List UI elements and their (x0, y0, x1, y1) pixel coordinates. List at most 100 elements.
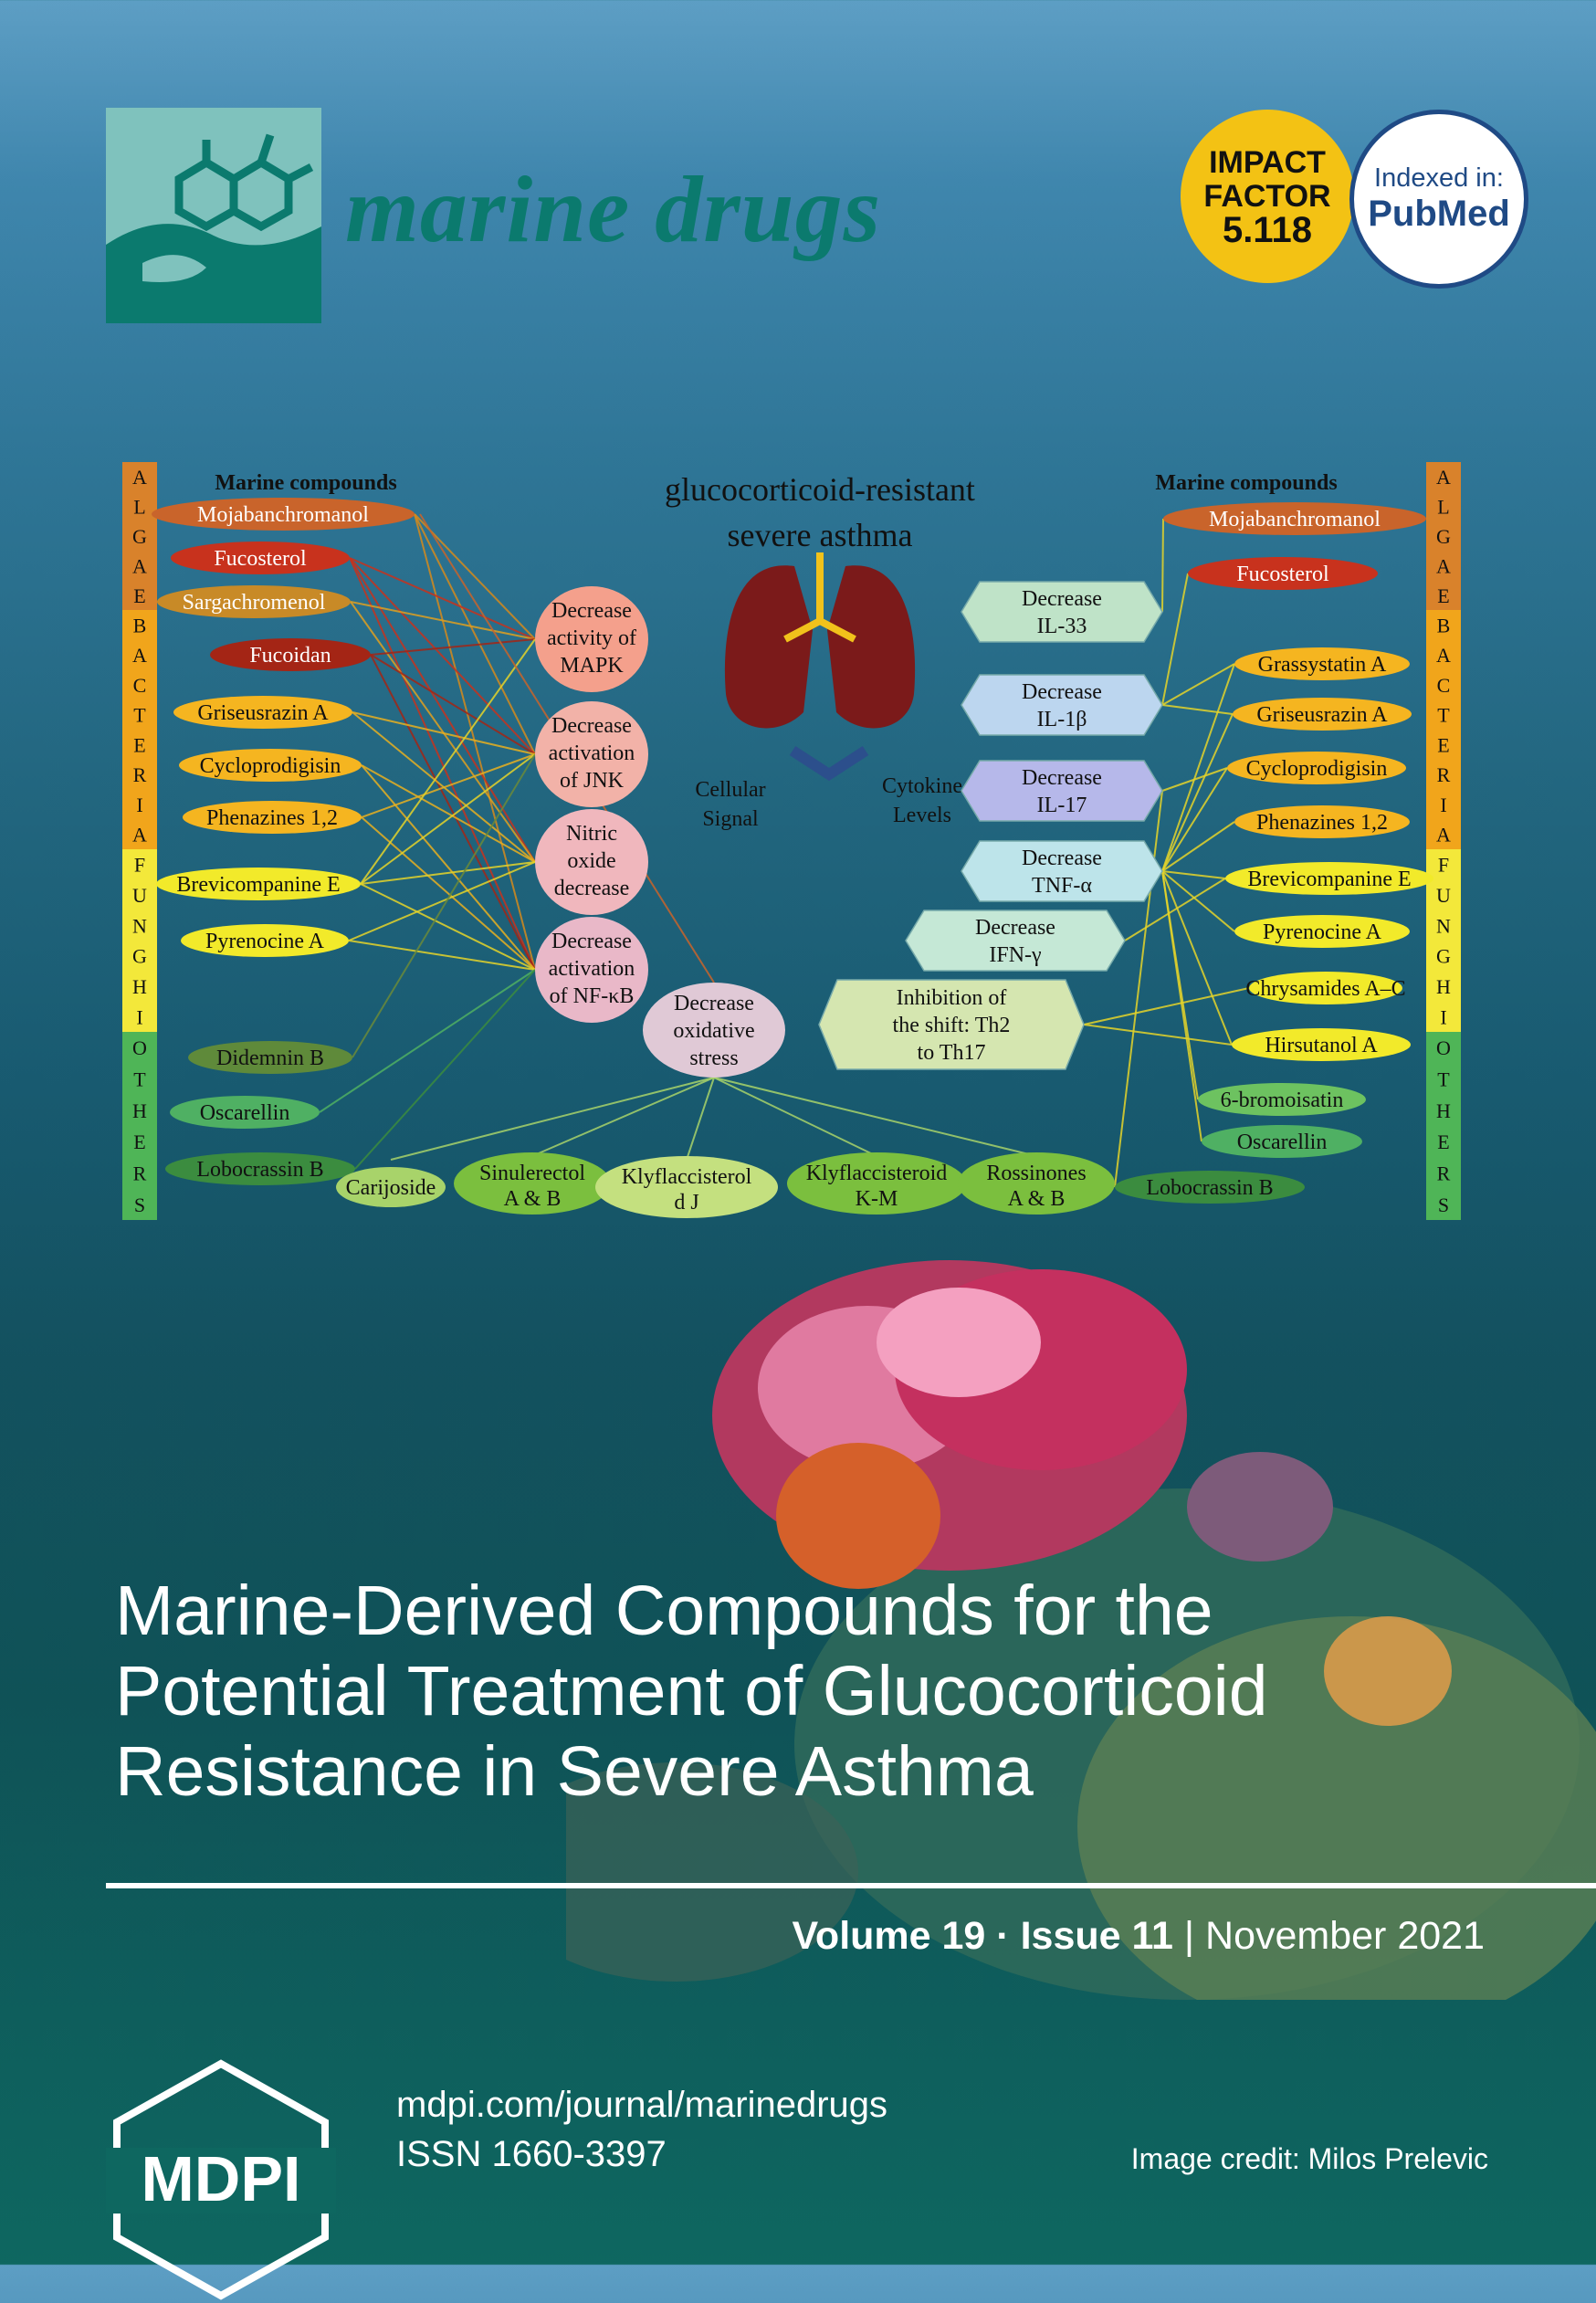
connector-line (350, 601, 536, 640)
connector-line (360, 638, 536, 885)
category-letter: T (1437, 1068, 1450, 1091)
right-effect-3 (961, 840, 1163, 902)
connector-line (1161, 767, 1228, 792)
right-compound-12 (1115, 1171, 1305, 1204)
category-letter: E (1437, 1130, 1449, 1153)
mdpi-logo: MDPI (106, 2059, 336, 2300)
cellular-signal-2: Signal (702, 807, 759, 831)
issue-date: November 2021 (1205, 1914, 1485, 1958)
connector-line (1124, 878, 1226, 941)
oxidative-effect (643, 983, 785, 1078)
bottom-compound-4 (958, 1152, 1115, 1215)
left-effect-label: decrease (554, 877, 630, 900)
connector-line (352, 753, 536, 1058)
connector-line (361, 764, 536, 971)
left-compound-label: Mojabanchromanol (197, 503, 369, 527)
lung-right (827, 565, 916, 729)
article-title: Marine-Derived Compounds for the Potenti… (115, 1571, 1539, 1812)
journal-logo (106, 108, 321, 323)
connector-line (349, 557, 536, 640)
right-compound-label: Oscarellin (1237, 1130, 1328, 1154)
category-letter: R (133, 1162, 147, 1185)
left-compound-label: Cycloprodigisin (200, 754, 341, 778)
right-effect-label: TNF-α (1032, 874, 1092, 898)
left-header: Marine compounds (215, 471, 396, 495)
left-effect-label: of JNK (560, 769, 625, 793)
cellular-signal-1: Cellular (695, 778, 765, 802)
category-letter: H (132, 1099, 147, 1122)
left-compound-1 (171, 542, 350, 574)
bottom-compound-label: d J (674, 1191, 698, 1215)
connector-line (350, 601, 536, 863)
category-letter: T (133, 704, 146, 727)
bottom-compound-label: Sinulerectol (479, 1162, 585, 1185)
category-band-bacteria (1426, 610, 1461, 849)
connector-line (348, 861, 536, 941)
article-title-line1: Marine-Derived Compounds for the (115, 1572, 1213, 1650)
connector-line (370, 654, 536, 971)
category-letter: G (132, 945, 147, 968)
category-letter: I (136, 794, 142, 816)
connector-line (1161, 713, 1234, 872)
left-effect-3 (535, 917, 648, 1023)
connector-line (1161, 518, 1164, 613)
connector-line (370, 638, 536, 656)
category-letter: U (1436, 884, 1451, 907)
left-compound-label: Fucosterol (214, 547, 307, 571)
right-compound-label: Lobocrassin B (1146, 1176, 1273, 1200)
connector-line (1083, 987, 1250, 1025)
left-compound-label: Brevicompanine E (176, 873, 340, 897)
connector-line (1083, 1024, 1233, 1046)
left-compound-label: Phenazines 1,2 (206, 806, 338, 830)
journal-website[interactable]: mdpi.com/journal/marinedrugs (396, 2085, 888, 2125)
oxidative-effect-label: oxidative (673, 1019, 754, 1043)
right-compound-6 (1225, 862, 1433, 895)
category-letter: U (132, 884, 147, 907)
connector-line (361, 764, 536, 863)
category-letter: A (132, 824, 147, 847)
bottom-compound-0 (336, 1167, 446, 1207)
category-band-funghi (122, 849, 157, 1032)
right-effect-0 (961, 581, 1163, 643)
category-band-others (1426, 1032, 1461, 1220)
right-effect-label: Decrease (1022, 766, 1102, 790)
category-letter: L (133, 496, 145, 519)
article-title-line3: Resistance in Severe Asthma (115, 1732, 1034, 1811)
category-letter: T (133, 1068, 146, 1091)
right-compound-11 (1202, 1125, 1362, 1158)
right-header: Marine compounds (1155, 471, 1337, 495)
right-effect-label: Decrease (1022, 587, 1102, 611)
left-effect-label: Decrease (551, 599, 632, 623)
right-effect-label: Decrease (1022, 847, 1102, 870)
article-title-line2: Potential Treatment of Glucocorticoid (115, 1652, 1268, 1730)
right-compound-label: Chrysamides A–C (1245, 977, 1405, 1001)
right-compound-2 (1234, 647, 1410, 680)
mdpi-logo-text: MDPI (142, 2143, 301, 2214)
connector-line (1161, 870, 1235, 932)
left-compound-2 (157, 585, 351, 618)
right-effect-label: IL-33 (1037, 615, 1087, 638)
issue-number: Issue 11 (1020, 1914, 1173, 1958)
right-compound-label: Hirsutanol A (1265, 1034, 1378, 1057)
connector-line (349, 557, 536, 863)
connector-line (713, 1077, 1037, 1157)
coral-reef-image (566, 1260, 1596, 2000)
left-effect-label: activity of (547, 626, 636, 650)
impact-value: 5.118 (1223, 209, 1312, 250)
left-compound-10 (170, 1096, 320, 1129)
connector-line (1161, 767, 1228, 872)
category-letter: A (1436, 644, 1451, 667)
category-letter: B (133, 614, 147, 636)
category-band-algae (122, 462, 157, 610)
bottom-compound-label: Klyflaccisterol (622, 1165, 752, 1189)
impact-line1: IMPACT (1209, 144, 1326, 180)
connector-line (1161, 663, 1235, 706)
category-letter: R (133, 763, 147, 786)
image-credit: Image credit: Milos Prelevic (1130, 2142, 1488, 2175)
left-effect-label: oxide (567, 849, 615, 873)
issn: ISSN 1660-3397 (396, 2134, 667, 2174)
left-compound-0 (152, 498, 415, 531)
right-compound-9 (1232, 1028, 1411, 1061)
bottom-compound-label: A & B (1008, 1187, 1066, 1211)
